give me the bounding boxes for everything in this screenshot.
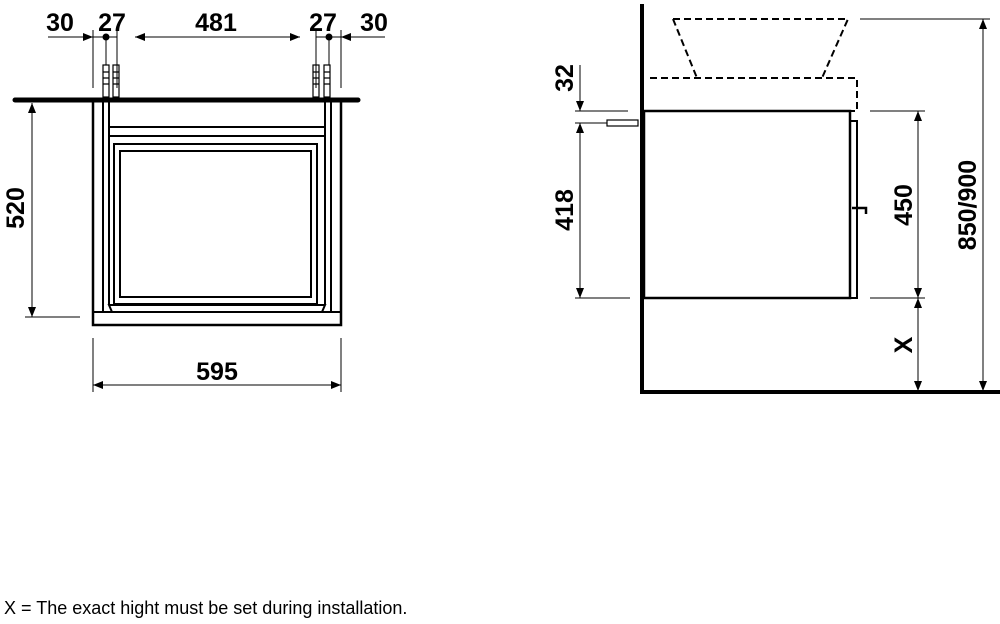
- dim-height: 520: [2, 187, 30, 229]
- dim-left-anchor: 27: [98, 9, 126, 37]
- dim-right-margin: 30: [360, 9, 388, 37]
- dim-anchor-height: 418: [551, 189, 579, 231]
- footnote: X = The exact hight must be set during i…: [4, 598, 408, 618]
- dim-top-offset: 32: [551, 64, 579, 92]
- wall-anchor-icon: [575, 119, 639, 127]
- dim-right-anchor: 27: [309, 9, 337, 37]
- dim-left-margin: 30: [46, 9, 74, 37]
- front-view: [12, 30, 385, 392]
- wall-anchor-icon: [102, 64, 331, 98]
- dim-cabinet-height: 450: [890, 184, 918, 226]
- dim-width: 595: [196, 358, 238, 386]
- dim-floor-gap: X: [890, 336, 918, 353]
- dim-anchor-spacing: 481: [195, 9, 237, 37]
- basin-outline: [650, 18, 858, 112]
- dim-total-height: 850/900: [954, 160, 982, 250]
- side-view: [575, 4, 1000, 394]
